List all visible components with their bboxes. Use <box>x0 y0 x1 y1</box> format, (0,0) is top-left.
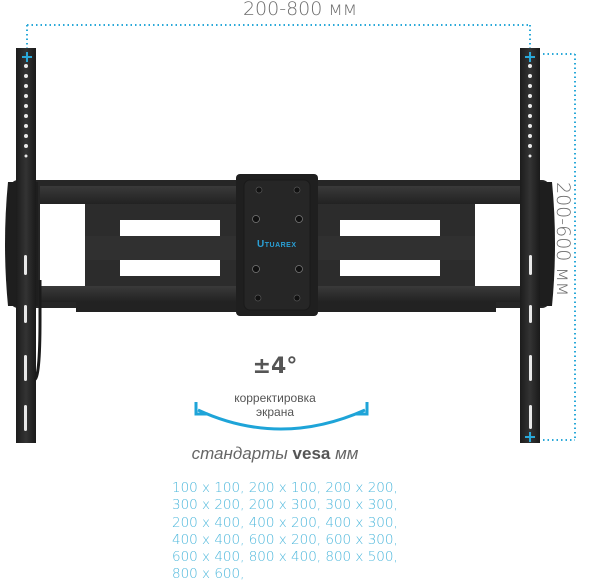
tilt-value: ±4° <box>252 354 298 379</box>
center-vesa-plate <box>236 174 318 316</box>
right-vertical-bracket <box>520 48 540 443</box>
brand-logo: UTUAREX <box>257 239 297 250</box>
width-dimension-label: 200-800 мм <box>242 0 358 20</box>
width-dimension-line <box>26 24 531 50</box>
vesa-line: 300 x 200, 200 x 300, 300 x 300, <box>172 497 398 514</box>
vesa-line: 400 x 400, 600 x 200, 600 x 300, <box>172 531 398 548</box>
vesa-line: 600 x 400, 800 x 400, 800 x 500, <box>172 549 398 566</box>
vesa-title-prefix: стандарты <box>191 444 293 463</box>
wall-plate-frame <box>5 180 555 312</box>
vesa-sizes-list: 100 x 100, 200 x 100, 200 x 200, 300 x 2… <box>172 480 398 584</box>
tilt-label-line2: экрана <box>255 405 295 419</box>
vesa-line: 800 x 600, <box>172 566 245 583</box>
height-dimension-line <box>543 53 576 441</box>
vesa-title: стандарты vesa мм <box>150 444 400 464</box>
vesa-title-bold: vesa <box>292 444 331 463</box>
height-dimension-label: 200-600 мм <box>552 182 574 297</box>
vesa-line: 100 x 100, 200 x 100, 200 x 200, <box>172 480 398 496</box>
tilt-label: корректировка <box>234 391 316 405</box>
tilt-arrow-icon <box>194 402 369 431</box>
left-vertical-bracket <box>16 48 42 443</box>
vesa-line: 200 x 400, 400 x 200, 400 x 300, <box>172 514 398 531</box>
vesa-title-suffix: мм <box>330 444 359 463</box>
